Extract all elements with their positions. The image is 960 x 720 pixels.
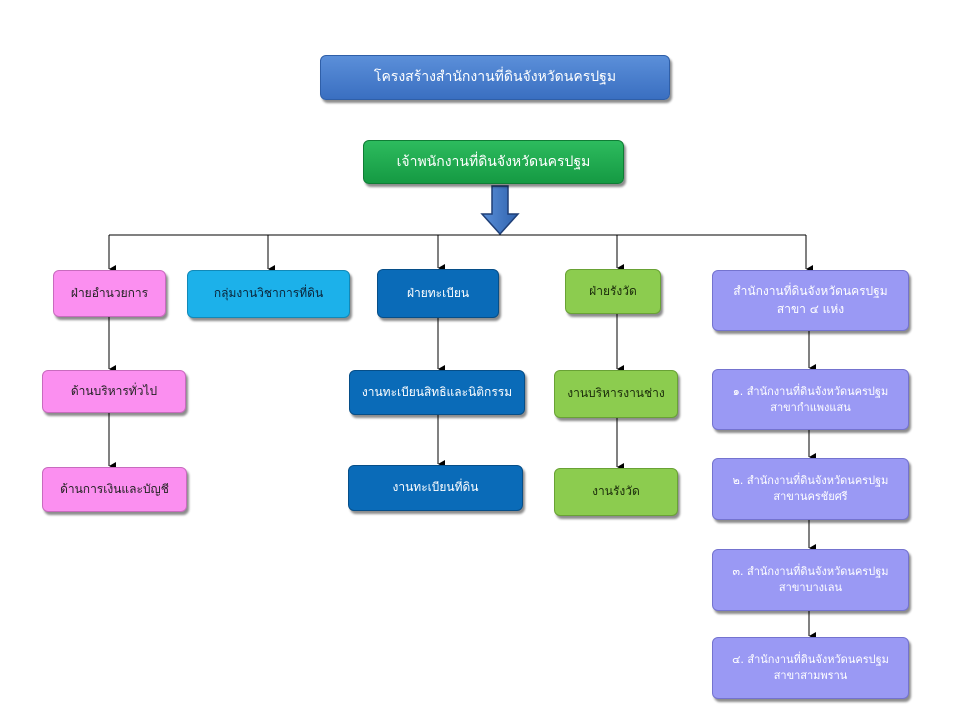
unit-technician-admin-label: งานบริหารงานช่าง: [567, 386, 665, 401]
unit-rights-registration-label: งานทะเบียนสิทธิและนิติกรรม: [361, 384, 513, 399]
unit-survey-work: งานรังวัด: [554, 468, 678, 516]
org-chart-title-text: โครงสร้างสำนักงานที่ดินจังหวัดนครปฐม: [373, 69, 617, 86]
division-survey: ฝ่ายรังวัด: [565, 269, 661, 314]
division-branches-line2: สาขา ๔ แห่ง: [776, 301, 845, 316]
division-branches-line1: สำนักงานที่ดินจังหวัดนครปฐม: [733, 284, 888, 299]
head-officer-text: เจ้าพนักงานที่ดินจังหวัดนครปฐม: [396, 153, 591, 170]
division-technical: กลุ่มงานวิชาการที่ดิน: [187, 270, 350, 318]
division-admin-label: ฝ่ายอำนวยการ: [70, 285, 149, 300]
unit-finance: ด้านการเงินและบัญชี: [42, 467, 187, 512]
division-admin: ฝ่ายอำนวยการ: [53, 270, 166, 317]
division-technical-label: กลุ่มงานวิชาการที่ดิน: [213, 286, 324, 301]
branch-line2: สาขาสามพราน: [773, 669, 848, 682]
unit-finance-label: ด้านการเงินและบัญชี: [60, 481, 169, 496]
branch-line2: สาขาบางเลน: [778, 581, 843, 594]
unit-technician-admin: งานบริหารงานช่าง: [554, 370, 678, 418]
branch-box: ๓. สำนักงานที่ดินจังหวัดนครปฐม สาขาบางเล…: [712, 549, 909, 611]
branch-box: ๑. สำนักงานที่ดินจังหวัดนครปฐม สาขากำแพง…: [712, 369, 909, 430]
division-branches: สำนักงานที่ดินจังหวัดนครปฐม สาขา ๔ แห่ง: [712, 270, 909, 331]
unit-land-registration: งานทะเบียนที่ดิน: [348, 465, 523, 511]
division-registration: ฝ่ายทะเบียน: [377, 269, 499, 318]
unit-rights-registration: งานทะเบียนสิทธิและนิติกรรม: [349, 370, 525, 415]
unit-land-registration-label: งานทะเบียนที่ดิน: [392, 480, 479, 495]
division-registration-label: ฝ่ายทะเบียน: [406, 285, 470, 300]
org-chart-title: โครงสร้างสำนักงานที่ดินจังหวัดนครปฐม: [320, 55, 670, 100]
division-survey-label: ฝ่ายรังวัด: [589, 283, 637, 298]
branch-line1: ๑. สำนักงานที่ดินจังหวัดนครปฐม: [732, 384, 889, 398]
head-down-arrow: [480, 185, 520, 236]
unit-general-admin-label: ด้านบริหารทั่วไป: [70, 383, 158, 398]
branch-line2: สาขานครชัยศรี: [773, 490, 848, 503]
branch-box: ๔. สำนักงานที่ดินจังหวัดนครปฐม สาขาสามพร…: [712, 637, 909, 699]
branch-line1: ๔. สำนักงานที่ดินจังหวัดนครปฐม: [732, 653, 889, 667]
head-officer-box: เจ้าพนักงานที่ดินจังหวัดนครปฐม: [363, 140, 624, 184]
branch-box: ๒. สำนักงานที่ดินจังหวัดนครปฐม สาขานครชั…: [712, 458, 909, 520]
branch-line1: ๓. สำนักงานที่ดินจังหวัดนครปฐม: [732, 565, 889, 579]
unit-survey-work-label: งานรังวัด: [592, 484, 640, 499]
branch-line1: ๒. สำนักงานที่ดินจังหวัดนครปฐม: [732, 474, 889, 488]
branch-line2: สาขากำแพงแสน: [770, 400, 851, 414]
unit-general-admin: ด้านบริหารทั่วไป: [42, 370, 186, 413]
